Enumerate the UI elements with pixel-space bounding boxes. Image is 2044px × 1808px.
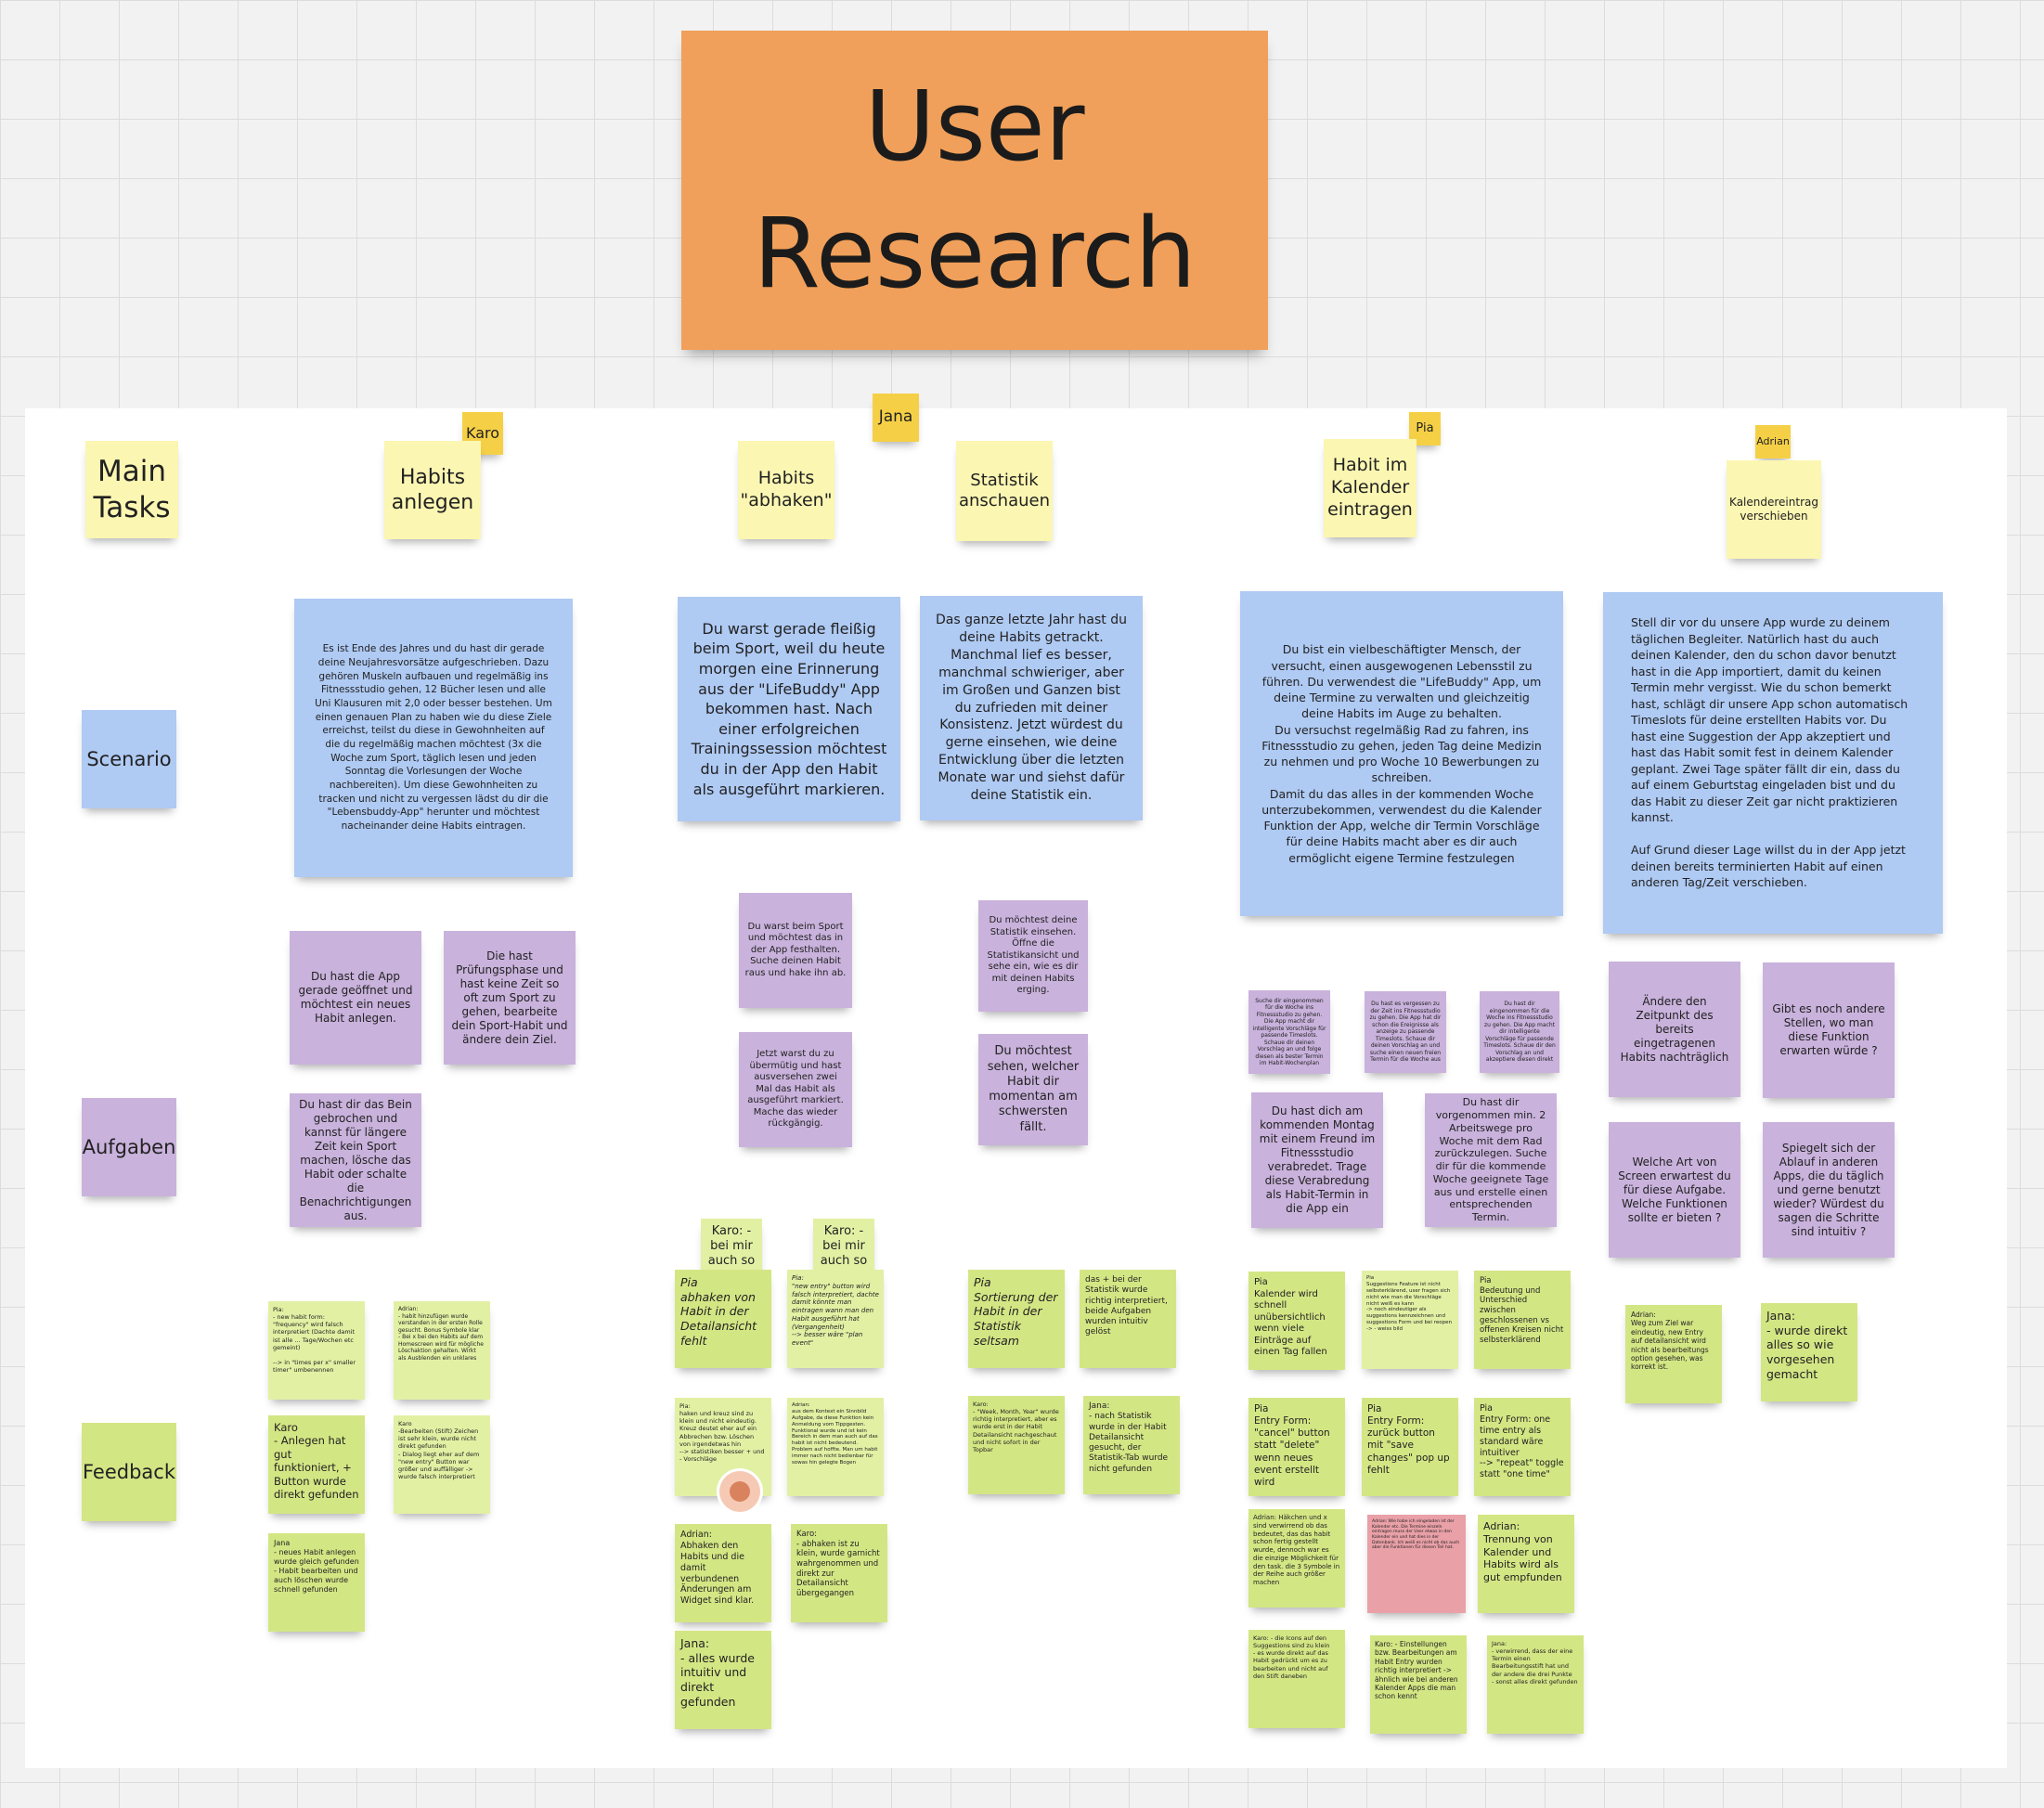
title-text: User Research	[753, 69, 1197, 310]
feedback-karo-week-month-year[interactable]: Karo: - "Week, Month, Year" wurde richti…	[968, 1396, 1065, 1494]
feedback-jana-direkt[interactable]: Jana: - wurde direkt alles so wie vorges…	[1761, 1303, 1857, 1401]
feedback-karo-anlegen[interactable]: Karo - Anlegen hat gut funktioniert, + B…	[268, 1415, 365, 1514]
feedback-adrian-pink[interactable]: Adrian: Wie habe ich eingeladen ist der …	[1367, 1515, 1466, 1613]
feedback-karo-badge-2[interactable]: Karo: - bei mir auch so	[813, 1219, 874, 1274]
task-kalendereintrag-verschieben[interactable]: Kalendereintrag verschieben	[1727, 460, 1821, 559]
feedback-karo-icons-suggestions[interactable]: Karo: - die Icons auf den Suggestions si…	[1248, 1630, 1345, 1728]
feedback-pia-suggestions[interactable]: Pia Suggestions Feature ist nicht selbst…	[1362, 1271, 1458, 1369]
feedback-statistik-plus[interactable]: das + bei der Statistik wurde richtig in…	[1080, 1270, 1176, 1368]
task-statistik-anschauen[interactable]: Statistik anschauen	[956, 441, 1053, 541]
scenario-statistik[interactable]: Das ganze letzte Jahr hast du deine Habi…	[920, 596, 1143, 820]
aufgabe-schwerster-habit[interactable]: Du möchtest sehen, welcher Habit dir mom…	[978, 1034, 1088, 1145]
aufgabe-vorschlag-3[interactable]: Du hast dir eingenommen für die Woche in…	[1480, 991, 1559, 1073]
feedback-adrian-habit-hinzufuegen[interactable]: Adrian: - habit hinzufügen wurde verstan…	[394, 1301, 490, 1400]
feedback-karo-abhaken-klein[interactable]: Karo: - abhaken ist zu klein, wurde garn…	[791, 1524, 887, 1622]
aufgabe-vorschlag-1[interactable]: Suche dir eingenommen für die Woche ins …	[1248, 990, 1330, 1074]
task-habit-kalender[interactable]: Habit im Kalender eintragen	[1324, 439, 1417, 537]
task-habits-abhaken[interactable]: Habits "abhaken"	[738, 441, 834, 539]
scenario-habits-abhaken[interactable]: Du warst gerade fleißig beim Sport, weil…	[678, 597, 900, 821]
scenario-habits-anlegen[interactable]: Es ist Ende des Jahres und du hast dir g…	[294, 599, 573, 877]
aufgabe-bein-gebrochen[interactable]: Du hast dir das Bein gebrochen und kanns…	[290, 1093, 421, 1227]
feedback-pia-one-time-entry[interactable]: Pia Entry Form: one time entry als stand…	[1474, 1398, 1571, 1496]
feedback-pia-new-entry[interactable]: Pia: "new entry" button wird falsch inte…	[787, 1270, 884, 1368]
feedback-pia-haken-kreuz[interactable]: Pia: haken und kreuz sind zu klein und n…	[675, 1398, 771, 1496]
feedback-karo-bearbeiten[interactable]: Karo -Bearbeiten (Stift) Zeichen ist seh…	[394, 1415, 490, 1514]
aufgabe-arbeitswege[interactable]: Du hast dir vorgenommen min. 2 Arbeitswe…	[1425, 1093, 1557, 1227]
label-scenario[interactable]: Scenario	[82, 710, 176, 808]
aufgabe-rueckgaengig[interactable]: Jetzt warst du zu übermütig und hast aus…	[739, 1032, 852, 1147]
feedback-pia-detailansicht[interactable]: Pia abhaken von Habit in der Detailansic…	[675, 1270, 771, 1368]
scenario-verschieben[interactable]: Stell dir vor du unsere App wurde zu dei…	[1603, 592, 1943, 934]
label-feedback[interactable]: Feedback	[82, 1423, 176, 1521]
name-tag-jana[interactable]: Jana	[873, 394, 919, 442]
feedback-adrian-haekchen[interactable]: Adrian: Häkchen und x sind verwirrend ob…	[1248, 1509, 1345, 1608]
aufgabe-andere-stellen[interactable]: Gibt es noch andere Stellen, wo man dies…	[1763, 962, 1895, 1098]
name-tag-adrian[interactable]: Adrian	[1755, 425, 1791, 458]
feedback-adrian-trennung[interactable]: Adrian: Trennung von Kalender und Habits…	[1478, 1515, 1574, 1613]
feedback-adrian-weg-zum-ziel[interactable]: Adrian: Weg zum Ziel war eindeutig, new …	[1625, 1305, 1722, 1403]
feedback-jana-bearbeitungsstift[interactable]: Jana: - verwirrend, dass der eine Termin…	[1487, 1635, 1584, 1734]
feedback-karo-badge-1[interactable]: Karo: - bei mir auch so	[701, 1219, 762, 1274]
avatar-face-icon	[730, 1481, 750, 1502]
feedback-karo-einstellungen[interactable]: Karo: - Einstellungen bzw. Bearbeitungen…	[1370, 1635, 1467, 1734]
feedback-pia-zurueck-button[interactable]: Pia Entry Form: zurück button mit "save …	[1362, 1398, 1458, 1496]
aufgabe-app-geoeffnet[interactable]: Du hast die App gerade geöffnet und möch…	[290, 931, 421, 1065]
feedback-jana-statistik-tab[interactable]: Jana: - nach Statistik wurde in der Habi…	[1083, 1396, 1180, 1494]
feedback-pia-cancel-button[interactable]: Pia Entry Form: "cancel" button statt "d…	[1248, 1398, 1345, 1496]
aufgabe-ablauf-andere-apps[interactable]: Spiegelt sich der Ablauf in anderen Apps…	[1763, 1122, 1895, 1258]
title-note[interactable]: User Research	[681, 31, 1268, 350]
feedback-jana-habit-anlegen[interactable]: Jana - neues Habit anlegen wurde gleich …	[268, 1533, 365, 1632]
task-habits-anlegen[interactable]: Habits anlegen	[384, 441, 481, 539]
label-aufgaben[interactable]: Aufgaben	[82, 1098, 176, 1196]
aufgabe-habit-abhaken[interactable]: Du warst beim Sport und möchtest das in …	[739, 893, 852, 1008]
feedback-pia-kalender-unuebersichtlich[interactable]: Pia Kalender wird schnell unübersichtlic…	[1248, 1272, 1345, 1370]
user-avatar[interactable]	[719, 1471, 760, 1512]
aufgabe-verabredung[interactable]: Du hast dich am kommenden Montag mit ein…	[1251, 1092, 1383, 1228]
aufgabe-statistik-einsehen[interactable]: Du möchtest deine Statistik einsehen. Öf…	[978, 900, 1088, 1012]
aufgabe-pruefungsphase[interactable]: Die hast Prüfungsphase und hast keine Ze…	[444, 931, 576, 1065]
aufgabe-vorschlag-2[interactable]: Du hast es vergessen zu der Zeit ins Fit…	[1365, 991, 1446, 1073]
feedback-adrian-abhaken[interactable]: Adrian: Abhaken den Habits und die damit…	[675, 1524, 771, 1622]
feedback-pia-sortierung[interactable]: Pia Sortierung der Habit in der Statisti…	[968, 1270, 1065, 1368]
aufgabe-zeitpunkt-aendern[interactable]: Ändere den Zeitpunkt des bereits eingetr…	[1609, 962, 1740, 1097]
feedback-jana-intuitiv[interactable]: Jana: - alles wurde intuitiv und direkt …	[675, 1631, 771, 1729]
feedback-pia-kreise[interactable]: Pia Bedeutung und Unterschied zwischen g…	[1474, 1271, 1571, 1369]
aufgabe-screen-erwartung[interactable]: Welche Art von Screen erwartest du für d…	[1609, 1122, 1740, 1258]
feedback-pia-frequency[interactable]: Pia: - new habit form: "frequency" wird …	[268, 1301, 365, 1400]
scenario-kalender[interactable]: Du bist ein vielbeschäftigter Mensch, de…	[1240, 591, 1563, 916]
label-main-tasks[interactable]: Main Tasks	[85, 441, 178, 538]
feedback-adrian-kontext[interactable]: Adrian: aus dem Kontext ein Sinnbild Auf…	[787, 1398, 884, 1496]
